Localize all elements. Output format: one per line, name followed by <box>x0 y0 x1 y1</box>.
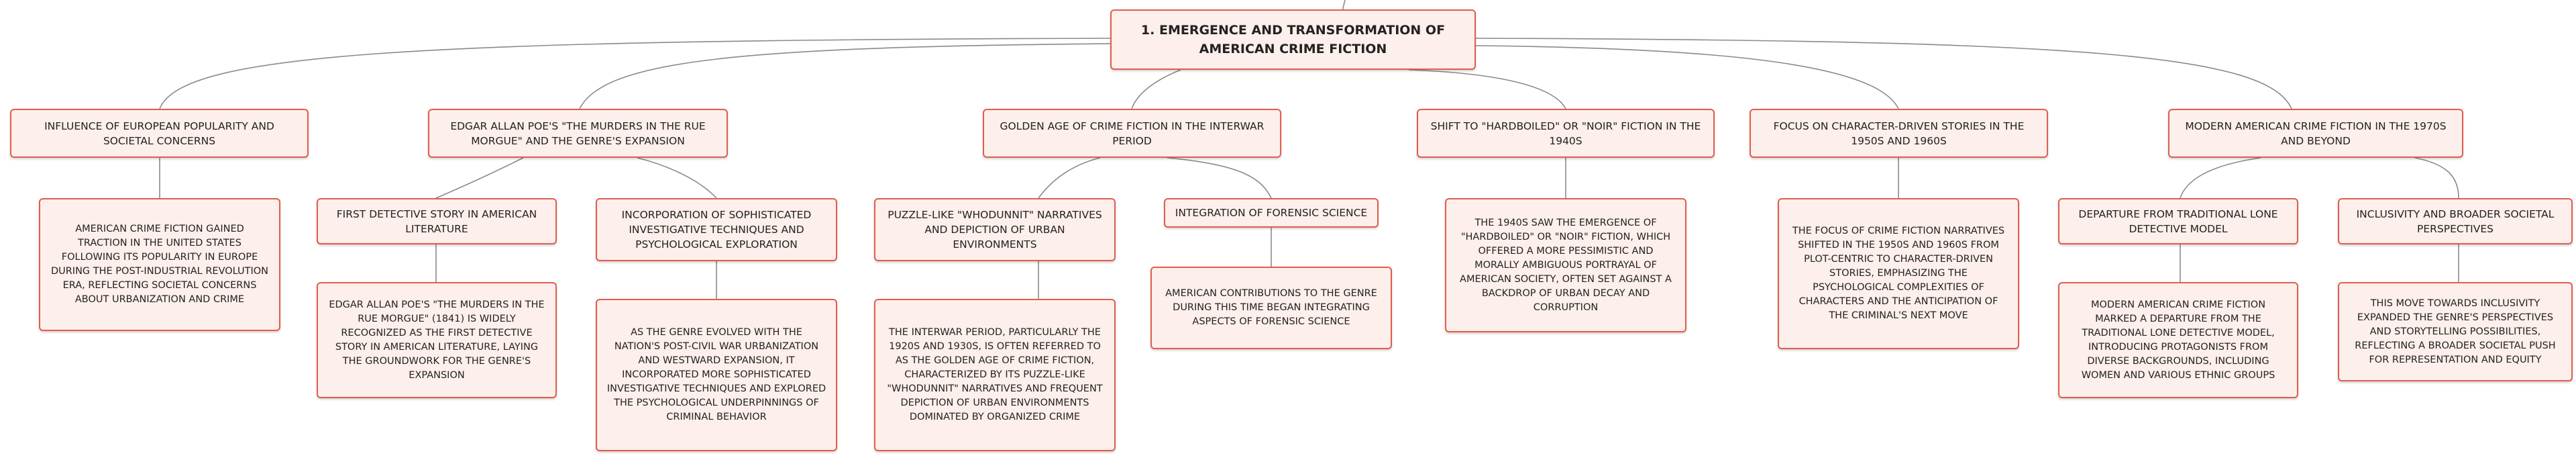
branch-node-poe-expansion[interactable]: Edgar Allan Poe's "The Murders in the Ru… <box>428 109 728 158</box>
desc-node-whodunnit[interactable]: The interwar period, particularly the 19… <box>874 299 1116 451</box>
desc-text: Modern American crime fiction marked a d… <box>2081 299 2275 381</box>
desc-node-forensic-science[interactable]: American contributions to the genre duri… <box>1150 267 1392 349</box>
root-topic-node[interactable]: 1. Emergence and Transformation of Ameri… <box>1110 9 1476 70</box>
branch-node-modern-crime-fiction[interactable]: Modern American Crime Fiction in the 197… <box>2168 109 2463 158</box>
branch-label: Golden Age of Crime Fiction in the Inter… <box>1000 120 1265 147</box>
desc-node-lone-detective[interactable]: Modern American crime fiction marked a d… <box>2058 282 2298 398</box>
desc-node-character-driven[interactable]: The focus of crime fiction narratives sh… <box>1778 198 2019 349</box>
branch-node-european-influence[interactable]: Influence of European Popularity and Soc… <box>10 109 309 158</box>
desc-text: The focus of crime fiction narratives sh… <box>1792 226 2005 321</box>
subtopic-label: First Detective Story in American Litera… <box>336 208 537 235</box>
desc-text: The interwar period, particularly the 19… <box>887 327 1103 422</box>
desc-node-inclusivity[interactable]: This move towards inclusivity expanded t… <box>2338 282 2573 381</box>
branch-node-character-driven[interactable]: Focus on Character-Driven Stories in the… <box>1750 109 2048 158</box>
subtopic-node-inclusivity[interactable]: Inclusivity and Broader Societal Perspec… <box>2338 198 2573 244</box>
subtopic-node-forensic-science[interactable]: Integration of Forensic Science <box>1164 198 1379 228</box>
subtopic-node-sophisticated-techniques[interactable]: Incorporation of Sophisticated Investiga… <box>596 198 837 261</box>
desc-node-noir-fiction[interactable]: The 1940s saw the emergence of "hardboil… <box>1445 198 1686 332</box>
subtopic-label: Incorporation of Sophisticated Investiga… <box>621 209 812 250</box>
subtopic-label: Integration of Forensic Science <box>1175 207 1368 219</box>
desc-text: As the genre evolved with the nation's p… <box>606 327 826 422</box>
branch-label: Focus on Character-Driven Stories in the… <box>1773 120 2025 147</box>
subtopic-label: Inclusivity and Broader Societal Perspec… <box>2356 208 2555 235</box>
desc-text: Edgar Allan Poe's "The Murders in the Ru… <box>329 299 545 381</box>
branch-node-golden-age[interactable]: Golden Age of Crime Fiction in the Inter… <box>983 109 1281 158</box>
subtopic-label: Puzzle-like "whodunnit" narratives and d… <box>888 209 1102 250</box>
subtopic-label: Departure from Traditional Lone Detectiv… <box>2078 208 2278 235</box>
branch-label: Influence of European Popularity and Soc… <box>44 120 274 147</box>
desc-text: American crime fiction gained traction i… <box>50 224 269 305</box>
subtopic-node-whodunnit[interactable]: Puzzle-like "whodunnit" narratives and d… <box>874 198 1116 261</box>
root-topic-label: 1. Emergence and Transformation of Ameri… <box>1140 23 1446 56</box>
desc-node-sophisticated-techniques[interactable]: As the genre evolved with the nation's p… <box>596 299 837 451</box>
desc-text: The 1940s saw the emergence of "hardboil… <box>1460 217 1672 313</box>
desc-node-european-influence[interactable]: American crime fiction gained traction i… <box>39 198 280 331</box>
branch-node-noir-fiction[interactable]: Shift to "Hardboiled" or "Noir" Fiction … <box>1417 109 1715 158</box>
subtopic-node-first-detective-story[interactable]: First Detective Story in American Litera… <box>317 198 557 244</box>
subtopic-node-lone-detective[interactable]: Departure from Traditional Lone Detectiv… <box>2058 198 2298 244</box>
branch-label: Edgar Allan Poe's "The Murders in the Ru… <box>450 120 706 147</box>
desc-text: American contributions to the genre duri… <box>1165 288 1377 327</box>
desc-text: This move towards inclusivity expanded t… <box>2355 297 2556 365</box>
branch-label: Shift to "Hardboiled" or "Noir" Fiction … <box>1430 120 1701 147</box>
branch-label: Modern American Crime Fiction in the 197… <box>2185 120 2447 147</box>
desc-node-first-detective-story[interactable]: Edgar Allan Poe's "The Murders in the Ru… <box>317 282 557 398</box>
